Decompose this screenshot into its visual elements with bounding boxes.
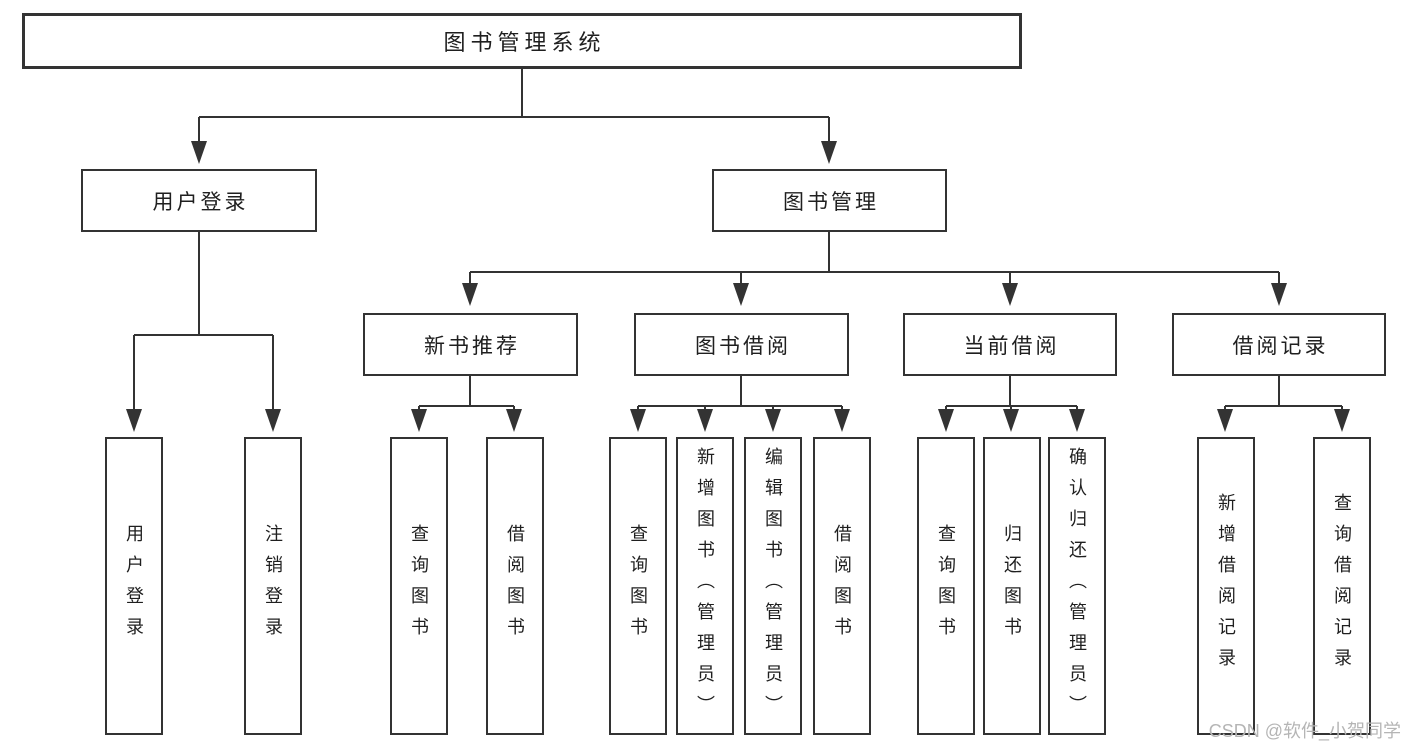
leaf-add-borrow-record: 新增借阅记录 <box>1197 437 1255 735</box>
node-current-borrowing: 当前借阅 <box>903 313 1117 376</box>
leaf-edit-books-admin: 编辑图书（管理员） <box>744 437 802 735</box>
leaf-user-login: 用户登录 <box>105 437 163 735</box>
leaf-logout: 注销登录 <box>244 437 302 735</box>
leaf-query-books: 查询图书 <box>609 437 667 735</box>
leaf-query-books: 查询图书 <box>917 437 975 735</box>
node-book-management: 图书管理 <box>712 169 947 232</box>
leaf-confirm-return-admin: 确认归还（管理员） <box>1048 437 1106 735</box>
arrow-down-icons <box>126 141 1350 432</box>
leaf-add-books-admin: 新增图书（管理员） <box>676 437 734 735</box>
leaf-borrow-books: 借阅图书 <box>486 437 544 735</box>
leaf-query-books: 查询图书 <box>390 437 448 735</box>
leaf-return-books: 归还图书 <box>983 437 1041 735</box>
node-borrowing-records: 借阅记录 <box>1172 313 1386 376</box>
leaf-query-borrow-record: 查询借阅记录 <box>1313 437 1371 735</box>
node-library-management-system: 图书管理系统 <box>22 13 1022 69</box>
csdn-watermark: CSDN @软件_小贺同学 <box>1208 721 1401 741</box>
node-book-borrowing: 图书借阅 <box>634 313 849 376</box>
tree-edges <box>133 69 1343 414</box>
node-user-login: 用户登录 <box>81 169 317 232</box>
leaf-borrow-books: 借阅图书 <box>813 437 871 735</box>
node-new-book-recommendation: 新书推荐 <box>363 313 578 376</box>
